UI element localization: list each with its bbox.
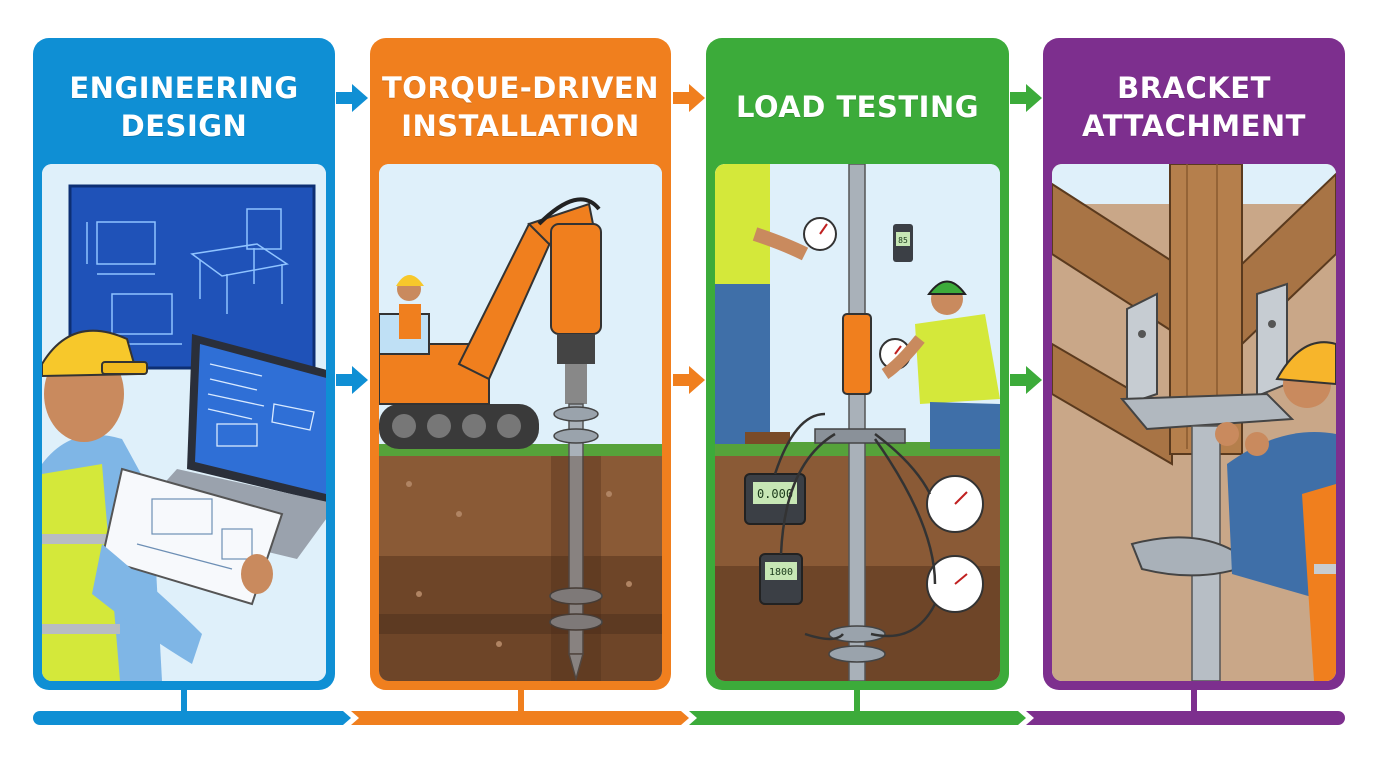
bracket-attachment-illustration [1052,164,1336,681]
step-engineering-design: ENGINEERING DESIGN [33,38,335,690]
step-title: ENGINEERING DESIGN [69,71,299,143]
arrow-icon [336,366,368,394]
step-title: BRACKET ATTACHMENT [1082,71,1306,143]
timeline-connector [1191,690,1197,714]
meter-3-readout: 85 [898,236,908,245]
arrow-icon [1010,366,1042,394]
step-title: LOAD TESTING [735,90,980,124]
step-bracket-attachment: BRACKET ATTACHMENT [1043,38,1345,690]
load-testing-illustration: 0.000 1800 85 [715,164,1000,681]
step-torque-driven-installation: TORQUE-DRIVEN INSTALLATION [370,38,671,690]
engineering-design-illustration [42,164,326,681]
arrow-icon [673,366,705,394]
meter-1-readout: 0.000 [757,487,793,501]
meter-2-readout: 1800 [769,567,793,578]
timeline-connector [518,690,524,714]
arrow-icon [1010,84,1042,112]
timeline-connector [854,690,860,714]
arrow-icon [336,84,368,112]
timeline-bar [33,711,1345,725]
step-title: TORQUE-DRIVEN INSTALLATION [381,71,660,143]
arrow-icon [673,84,705,112]
step-load-testing: LOAD TESTING [706,38,1009,690]
torque-installation-illustration [379,164,662,681]
timeline-connector [181,690,187,714]
